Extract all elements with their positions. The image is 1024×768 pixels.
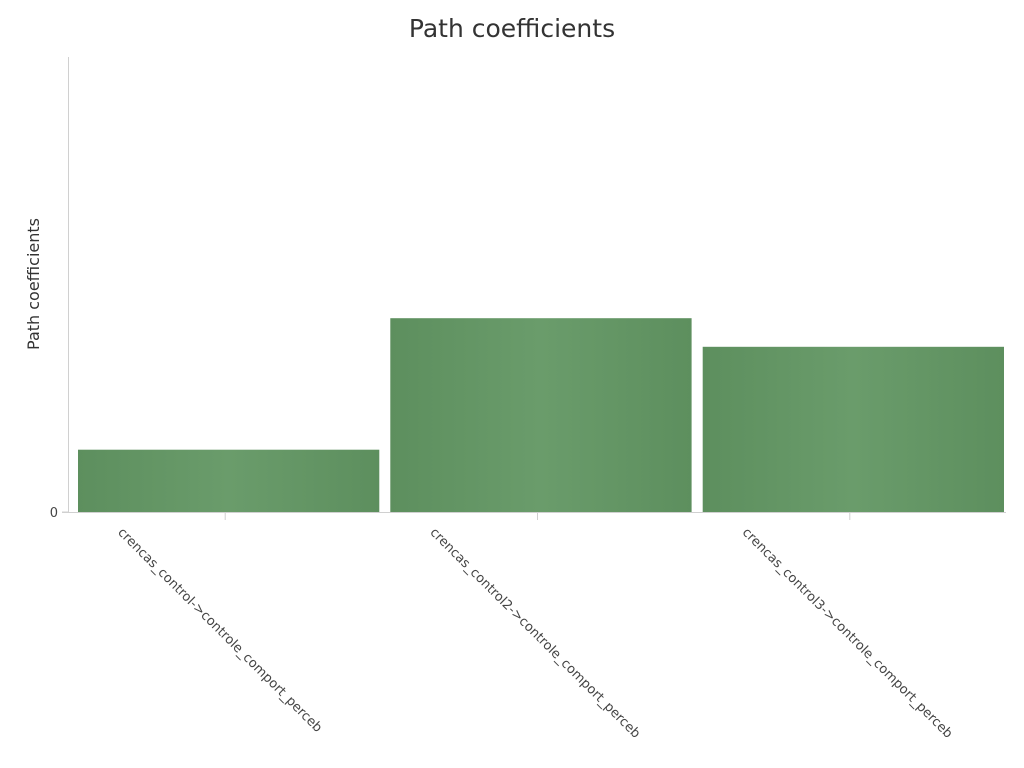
x-tick-label-2: crencas_control2->controle_comport_perce… <box>427 525 643 741</box>
chart-title: Path coefficients <box>409 14 615 43</box>
bar-1[interactable] <box>78 449 380 512</box>
x-tick-label-3: crencas_control3->controle_comport_perce… <box>739 525 955 741</box>
bar-3[interactable] <box>702 346 1004 512</box>
bar-2[interactable] <box>390 318 692 512</box>
y-axis-label: Path coefficients <box>24 218 43 350</box>
y-ticks-group: 0 <box>50 506 69 521</box>
bars-group <box>78 318 1004 512</box>
x-ticks-group: crencas_control->controle_comport_perceb… <box>114 512 955 742</box>
y-tick-label-1: 0 <box>50 506 58 521</box>
x-tick-label-1: crencas_control->controle_comport_perceb <box>114 525 324 735</box>
